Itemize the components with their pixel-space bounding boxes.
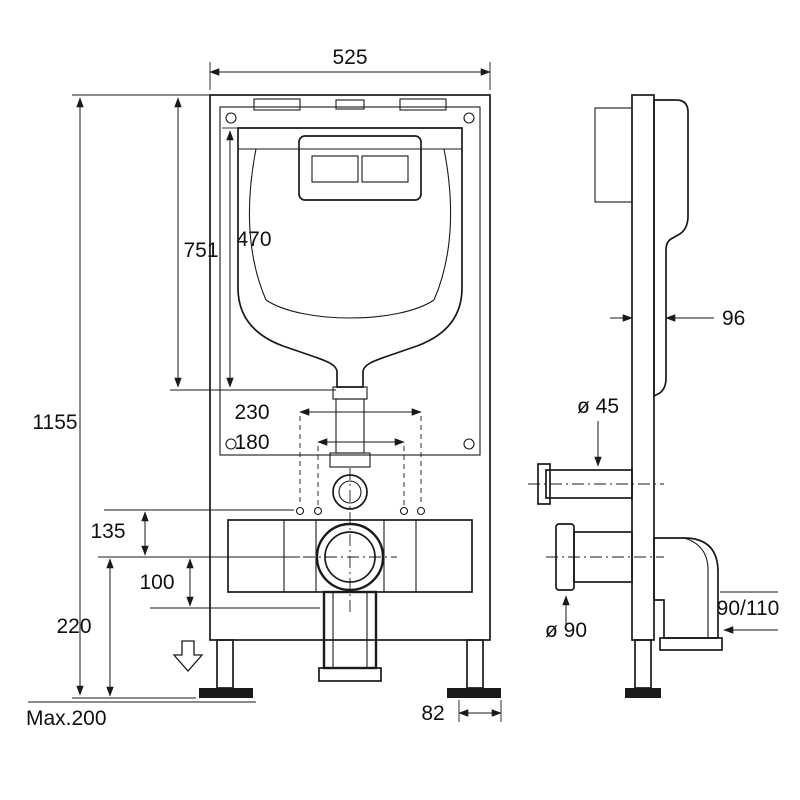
dim-230-label: 230	[234, 401, 269, 424]
screw-hole-top-right	[463, 112, 475, 124]
dim-100-label: 100	[139, 571, 174, 594]
top-bracket-left	[253, 98, 301, 111]
side-foot	[625, 688, 661, 698]
threaded-rod	[594, 107, 633, 203]
dim-dia45-label: ø 45	[577, 395, 619, 418]
frame-inner-panel	[219, 106, 481, 456]
flush-pipe-coupling	[329, 452, 371, 468]
flush-pipe-bell	[332, 386, 368, 400]
tank-contour-bottom	[265, 299, 435, 319]
dim-751-label: 751	[183, 239, 218, 262]
dim-dia90-label: ø 90	[545, 619, 587, 642]
dim-96-label: 96	[722, 307, 745, 330]
dim-max200: Max.200	[26, 701, 256, 730]
dim-135-label: 135	[90, 520, 125, 543]
side-cistern-profile	[653, 99, 689, 398]
screw-hole-bottom-left	[225, 438, 237, 450]
dim-100: 100	[139, 558, 320, 609]
inlet-connector-inner	[338, 480, 362, 504]
fixing-point-1	[295, 506, 305, 516]
connection-points	[295, 416, 426, 516]
drain-elbow-inner-wall	[683, 537, 709, 638]
dim-751: 751	[170, 97, 336, 391]
dim-1155-label: 1155	[32, 411, 77, 434]
drain-flange	[303, 468, 397, 614]
tank-outline	[237, 127, 463, 388]
dim-180: 180	[234, 431, 405, 454]
dim-1155: 1155	[32, 94, 210, 699]
screw-hole-bottom-right	[463, 438, 475, 450]
top-bracket-center	[335, 99, 365, 110]
fixing-point-2	[313, 506, 323, 516]
flush-button-left	[311, 155, 359, 183]
inlet-pipe-45: ø 45	[528, 395, 664, 505]
leg-left	[216, 639, 234, 689]
dim-525-label: 525	[332, 46, 367, 69]
mounting-frame	[199, 94, 501, 698]
dim-180-label: 180	[234, 431, 269, 454]
dim-82-label: 82	[421, 702, 444, 725]
drain-elbow-outline	[653, 537, 719, 639]
flush-button-right	[361, 155, 409, 183]
front-view: 525 751 470 1155 230 180	[26, 46, 502, 730]
dim-220-label: 220	[56, 615, 91, 638]
leg-right	[466, 639, 484, 689]
screw-hole-top-left	[225, 112, 237, 124]
drain-pipe-collar	[318, 667, 382, 682]
tank-contour-left	[248, 148, 267, 301]
dim-82: 82	[421, 700, 502, 725]
foot-left	[199, 688, 253, 698]
side-view: 96 ø 45 ø 90 90/110	[528, 94, 780, 698]
dim-135: 135	[90, 509, 300, 558]
fixing-point-4	[416, 506, 426, 516]
drain-pipe	[318, 590, 382, 682]
foot-right	[447, 688, 501, 698]
dim-470-label: 470	[236, 228, 271, 251]
side-frame-profile	[625, 94, 661, 698]
threaded-rod-body	[594, 107, 633, 203]
frame-outline	[209, 94, 491, 641]
dim-90-110-label: 90/110	[717, 597, 780, 620]
top-bracket-right	[399, 98, 447, 111]
side-tank-outline	[653, 99, 689, 398]
dim-525: 525	[209, 46, 491, 90]
dim-470: 470	[222, 127, 272, 388]
flush-plate-outline	[298, 135, 422, 201]
down-arrow-icon	[172, 640, 204, 672]
drain-elbow-collar	[659, 637, 723, 651]
dim-220: 220	[56, 558, 114, 697]
dim-96: 96	[610, 307, 745, 330]
side-frame-slab	[631, 94, 655, 641]
fixing-point-3	[399, 506, 409, 516]
dim-90-110: 90/110	[717, 591, 780, 634]
drain-elbow	[653, 537, 723, 651]
dim-max200-label: Max.200	[26, 707, 107, 730]
flush-pipe-body	[335, 398, 365, 454]
dim-230: 230	[234, 401, 422, 424]
cistern-tank	[237, 127, 463, 388]
side-leg	[634, 639, 652, 689]
tank-contour-right	[433, 148, 452, 301]
outlet-flange-90: ø 90	[545, 523, 664, 642]
flush-plate	[298, 135, 422, 201]
